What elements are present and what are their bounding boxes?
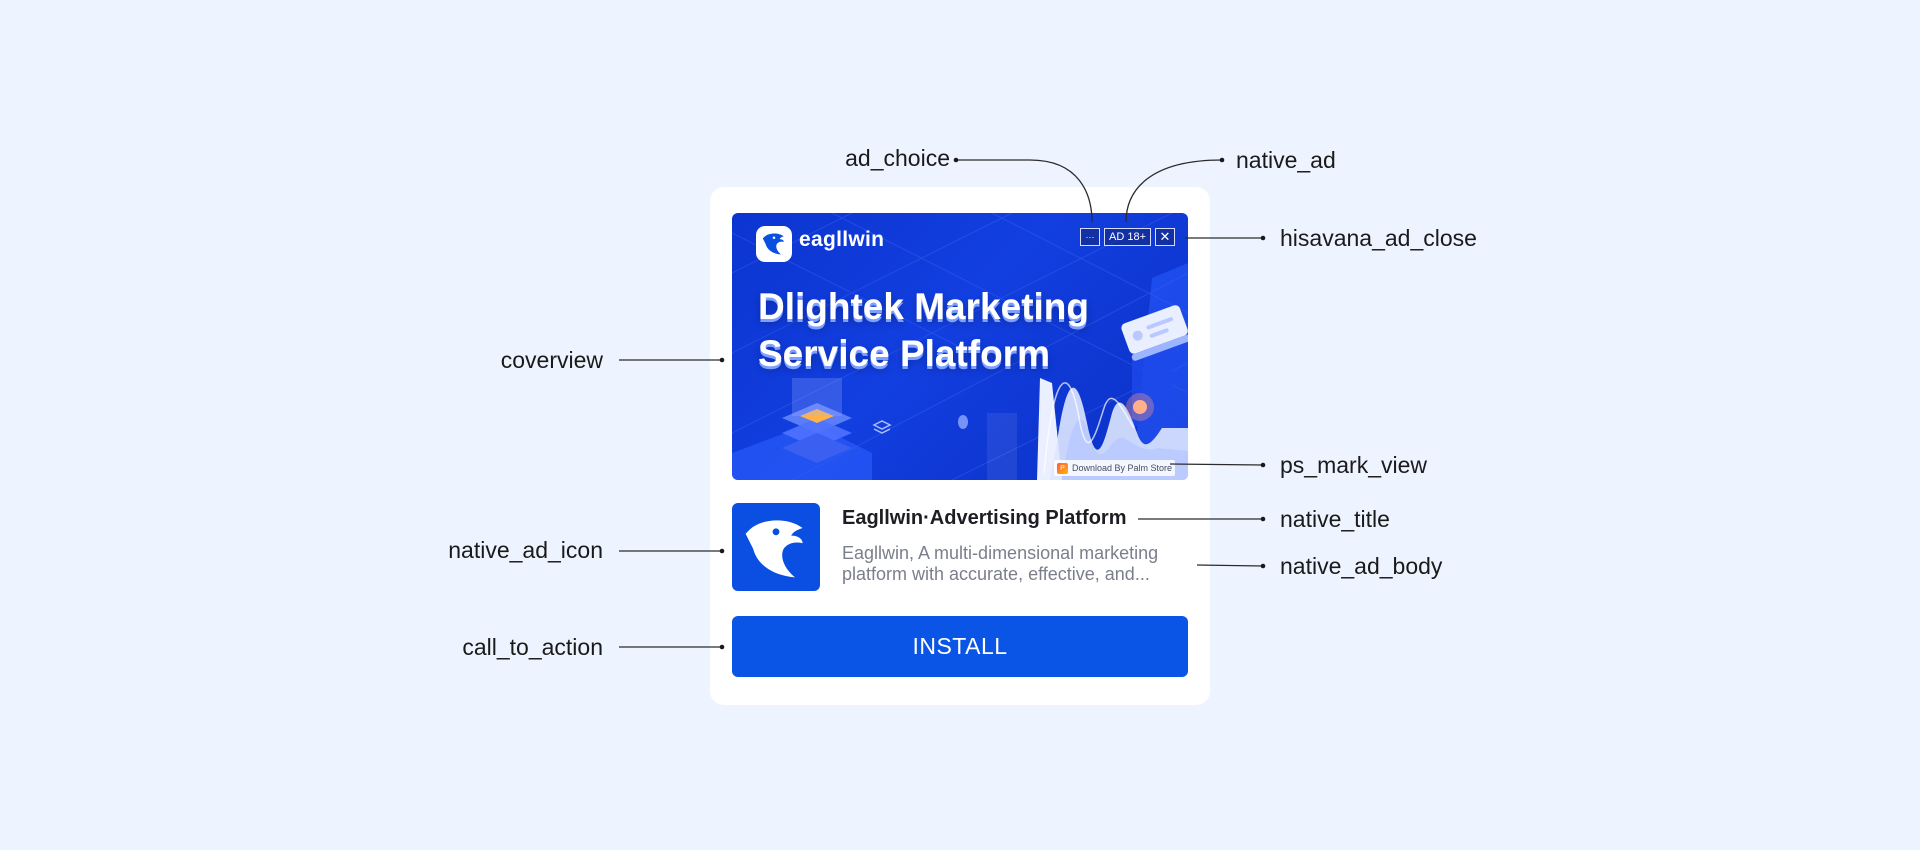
native-ad-icon[interactable] [732,503,820,591]
headline-line-2: Service Platform [758,333,1051,374]
native-ad-body: Eagllwin, A multi-dimensional marketing … [842,543,1192,585]
ad-badge-bar: ··· AD 18+ ✕ [1080,228,1175,246]
annotation-native-title: native_title [1280,506,1390,532]
ad-age-label: AD 18+ [1104,228,1151,246]
palm-store-icon: P [1057,462,1068,474]
headline-line-1: Dlightek Marketing [758,286,1089,327]
annotation-ps-mark-view: ps_mark_view [1280,452,1427,478]
annotation-coverview: coverview [500,347,603,373]
annotation-native-ad-icon: native_ad_icon [448,537,603,563]
native-title[interactable]: Eagllwin·Advertising Platform [842,507,1127,529]
brand-name: eagllwin [799,228,885,251]
close-icon[interactable]: ✕ [1155,228,1175,246]
annotation-native-ad: native_ad [1236,147,1336,173]
ps-mark-text: Download By Palm Store [1072,463,1173,473]
annotation-ad-choice: ad_choice [845,145,950,171]
annotation-call-to-action: call_to_action [462,634,603,660]
cover-view[interactable]: eagllwin Dlightek Marketing Service Plat… [732,213,1188,480]
annotation-native-ad-body: native_ad_body [1280,553,1443,579]
eagle-head-icon [762,233,784,255]
ad-choice-button[interactable]: ··· [1080,228,1100,246]
brand-logo-icon [756,226,792,262]
native-ad-body-line-2: platform with accurate, effective, and..… [842,564,1150,584]
install-button[interactable]: INSTALL [732,616,1188,677]
native-ad-body-line-1: Eagllwin, A multi-dimensional marketing [842,543,1159,563]
ps-mark-view[interactable]: P Download By Palm Store [1054,460,1176,476]
annotation-hisavana-ad-close: hisavana_ad_close [1280,225,1477,251]
cover-headline: Dlightek Marketing Service Platform [758,283,1089,377]
eagle-head-icon [745,520,803,578]
